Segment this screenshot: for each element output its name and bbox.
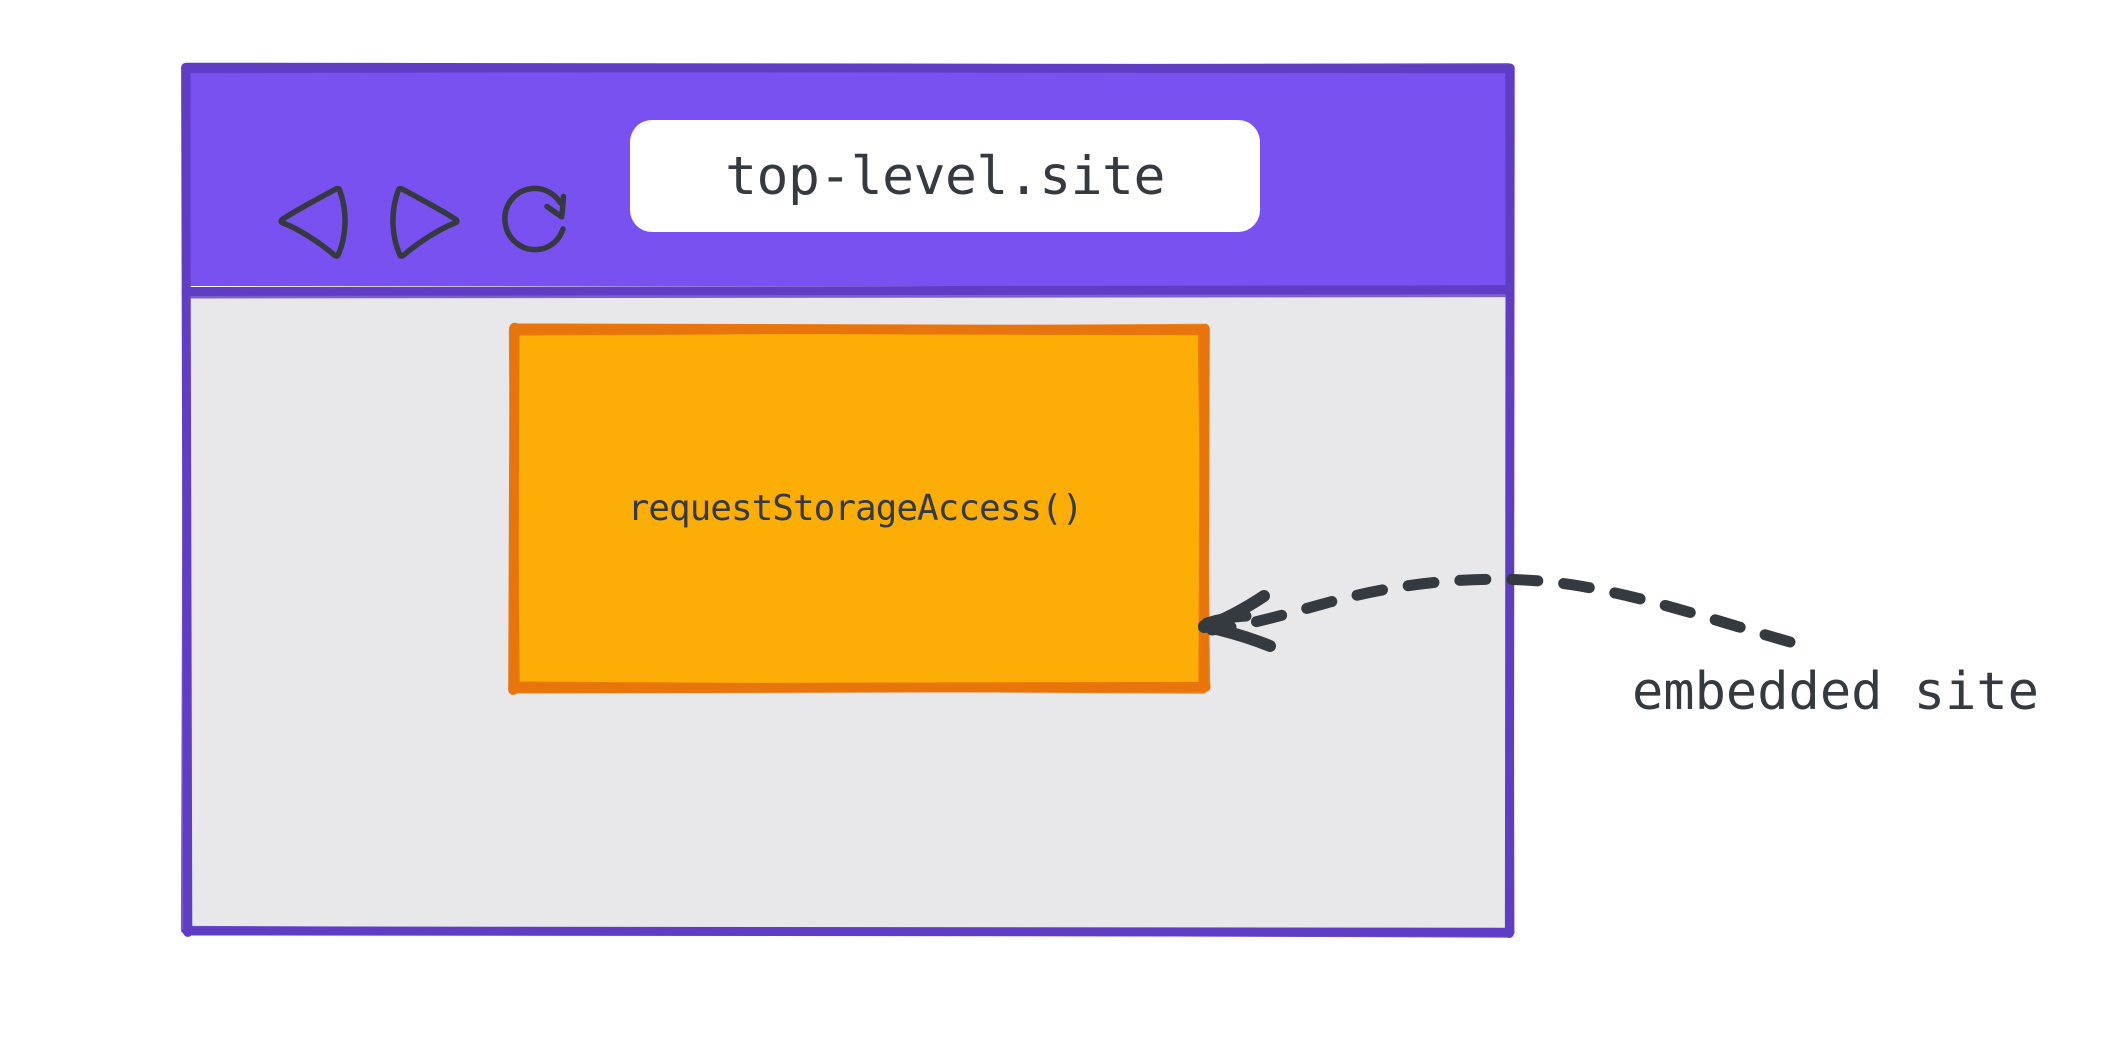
reload-circle-arrow-icon (502, 185, 567, 253)
back-button[interactable] (266, 176, 358, 268)
reload-button[interactable] (494, 176, 586, 268)
embedded-frame[interactable]: requestStorageAccess() (508, 322, 1211, 695)
browser-window: top-level.site requestStorageAccess() (180, 62, 1515, 938)
browser-nav-buttons (266, 176, 586, 268)
forward-triangle-icon (390, 185, 460, 259)
url-bar[interactable]: top-level.site (630, 120, 1260, 232)
url-text: top-level.site (725, 145, 1165, 207)
forward-button[interactable] (380, 176, 472, 268)
embedded-frame-label: requestStorageAccess() (627, 487, 1084, 529)
back-triangle-icon (278, 185, 348, 259)
annotation-label: embedded site (1632, 662, 2039, 722)
